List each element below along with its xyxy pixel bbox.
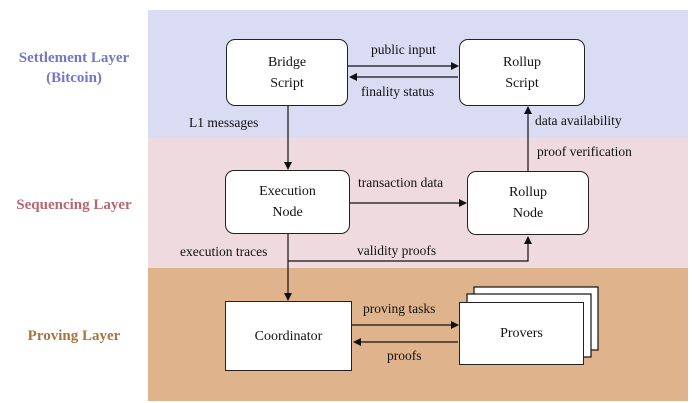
proofs-label: proofs xyxy=(387,348,422,363)
arrow-validity-proofs xyxy=(288,236,532,262)
finality-status-label: finality status xyxy=(361,84,435,99)
bridge-script-node: Bridge Script xyxy=(226,39,348,106)
execution-node: Execution Node xyxy=(225,170,350,234)
rollup-node-label: Rollup Node xyxy=(508,185,548,221)
settlement-layer-label: Settlement Layer (Bitcoin) xyxy=(18,50,130,86)
public-input-label: public input xyxy=(371,42,436,57)
rollup-script-node: Rollup Script xyxy=(459,39,585,106)
bridge-script-label: Bridge Script xyxy=(267,54,307,91)
sequencing-layer-label: Sequencing Layer xyxy=(16,197,132,213)
coordinator-node: Coordinator xyxy=(225,301,352,371)
proof-verification-label: proof verification xyxy=(537,144,632,159)
validity-proofs-label: validity proofs xyxy=(357,243,437,258)
provers-label: Provers xyxy=(500,326,543,341)
transaction-data-label: transaction data xyxy=(358,175,444,190)
proving-tasks-label: proving tasks xyxy=(363,301,436,316)
execution-node-label: Execution Node xyxy=(259,184,316,220)
rollup-script-label: Rollup Script xyxy=(502,54,542,91)
l1-messages-label: L1 messages xyxy=(189,115,259,130)
data-availability-label: data availability xyxy=(535,113,622,128)
coordinator-label: Coordinator xyxy=(254,328,323,344)
proving-layer-label: Proving Layer xyxy=(27,328,121,344)
provers-node: Provers xyxy=(459,302,584,365)
rollup-node: Rollup Node xyxy=(467,171,589,235)
execution-traces-label: execution traces xyxy=(180,244,268,259)
